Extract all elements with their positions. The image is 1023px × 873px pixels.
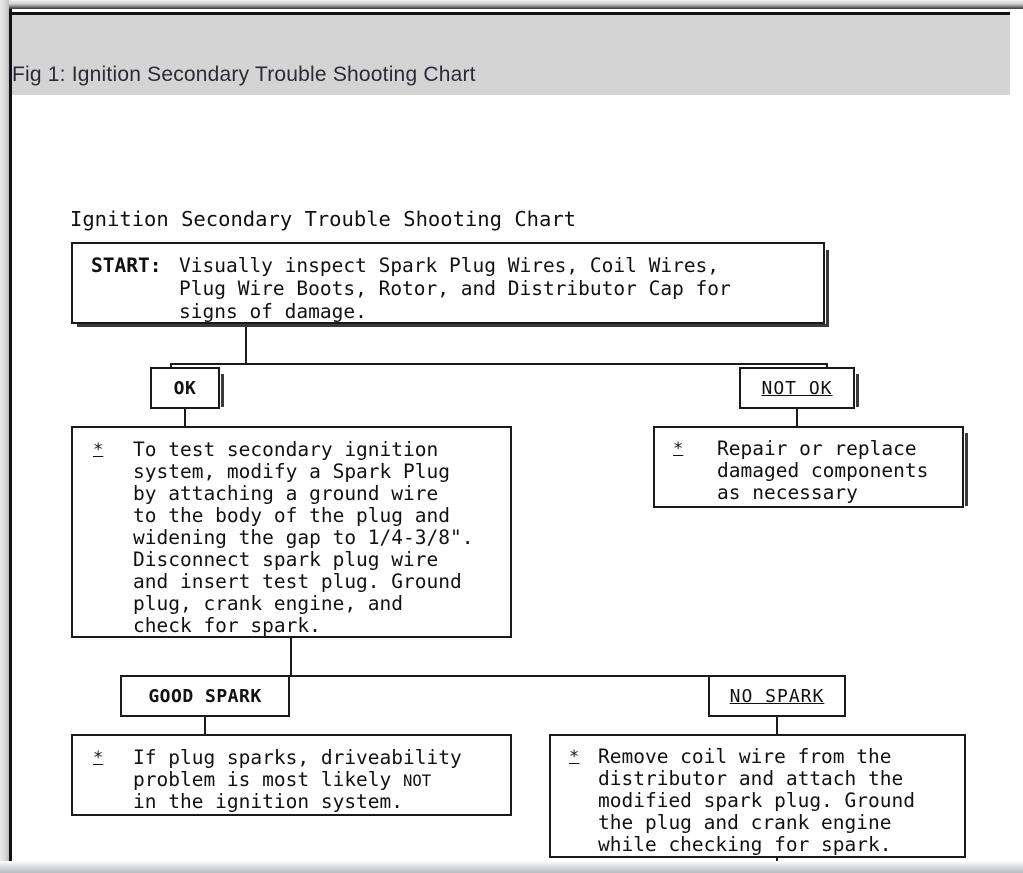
node-repair[interactable]: * Repair or replace damaged components a…: [653, 426, 968, 508]
node-driveability-line1: If plug sparks, driveability: [133, 746, 462, 769]
figure-header-bar: Fig 1: Ignition Secondary Trouble Shooti…: [12, 12, 1010, 95]
window-bottom-edge: [0, 861, 1023, 873]
node-not-ok-label: NOT OK: [761, 377, 833, 399]
node-good-spark-label: GOOD SPARK: [148, 685, 262, 707]
flowchart-canvas: Ignition Secondary Trouble Shooting Char…: [12, 95, 1023, 861]
node-test-procedure[interactable]: * To test secondary ignition system, mod…: [71, 426, 512, 638]
node-test-procedure-line6: Disconnect spark plug wire: [133, 548, 439, 571]
node-test-procedure-line4: to the body of the plug and: [133, 504, 450, 527]
connector-not-ok-stem: [796, 409, 798, 427]
node-remove-coil-line1: Remove coil wire from the: [598, 745, 892, 768]
node-driveability-line3: in the ignition system.: [133, 790, 404, 813]
node-driveability-line2: problem is most likely NOT: [133, 768, 431, 791]
node-remove-coil-line3: modified spark plug. Ground: [598, 789, 915, 812]
bullet-icon: *: [673, 439, 684, 459]
page-title: Fig 1: Ignition Secondary Trouble Shooti…: [12, 63, 476, 86]
connector-test-stem: [290, 638, 292, 676]
figure-frame-left-border: [9, 9, 12, 861]
node-test-procedure-line9: check for spark.: [133, 614, 321, 637]
node-test-procedure-line3: by attaching a ground wire: [133, 482, 439, 505]
bullet-icon: *: [93, 440, 104, 460]
node-driveability-line2-text: problem is most likely: [133, 768, 404, 791]
node-start-line1: Visually inspect Spark Plug Wires, Coil …: [179, 254, 720, 277]
node-start-line3: signs of damage.: [179, 300, 367, 323]
node-remove-coil-line2: distributor and attach the: [598, 767, 904, 790]
bullet-icon: *: [569, 747, 580, 767]
node-ok-label: OK: [173, 377, 197, 399]
window-top-edge: [0, 0, 1023, 9]
node-repair-line1: Repair or replace: [717, 437, 917, 460]
node-start[interactable]: START: Visually inspect Spark Plug Wires…: [71, 242, 829, 327]
node-remove-coil-line5: while checking for spark.: [598, 833, 892, 856]
node-test-procedure-line5: widening the gap to 1/4-3/8".: [133, 526, 474, 549]
node-repair-line2: damaged components: [717, 459, 929, 482]
connector-start-stem: [245, 324, 247, 364]
connector-branch-bar-1: [170, 363, 828, 365]
connector-remove-coil-stem: [776, 858, 778, 861]
node-test-procedure-line7: and insert test plug. Ground: [133, 570, 462, 593]
node-remove-coil-line4: the plug and crank engine: [598, 811, 892, 834]
node-no-spark[interactable]: NO SPARK: [708, 675, 846, 717]
node-not-ok[interactable]: NOT OK: [739, 367, 859, 409]
window-left-gutter: [0, 0, 9, 873]
node-driveability[interactable]: * If plug sparks, driveability problem i…: [71, 734, 512, 816]
connector-ok-stem: [184, 409, 186, 427]
node-driveability-not-emphasis: NOT: [403, 772, 432, 790]
node-ok[interactable]: OK: [150, 367, 224, 409]
node-good-spark[interactable]: GOOD SPARK: [120, 675, 290, 717]
bullet-icon: *: [93, 748, 104, 768]
node-start-label: START:: [91, 254, 162, 277]
node-no-spark-label: NO SPARK: [729, 685, 825, 707]
connector-branch-bar-2: [180, 675, 803, 677]
connector-no-spark-stem: [776, 717, 778, 735]
node-test-procedure-line2: system, modify a Spark Plug: [133, 460, 450, 483]
flowchart-title: Ignition Secondary Trouble Shooting Char…: [70, 207, 577, 231]
node-test-procedure-line1: To test secondary ignition: [133, 438, 439, 461]
node-test-procedure-line8: plug, crank engine, and: [133, 592, 404, 615]
node-start-line2: Plug Wire Boots, Rotor, and Distributor …: [179, 277, 731, 300]
connector-good-spark-stem: [204, 717, 206, 735]
node-repair-line3: as necessary: [717, 481, 858, 504]
node-remove-coil-wire[interactable]: * Remove coil wire from the distributor …: [549, 734, 966, 858]
